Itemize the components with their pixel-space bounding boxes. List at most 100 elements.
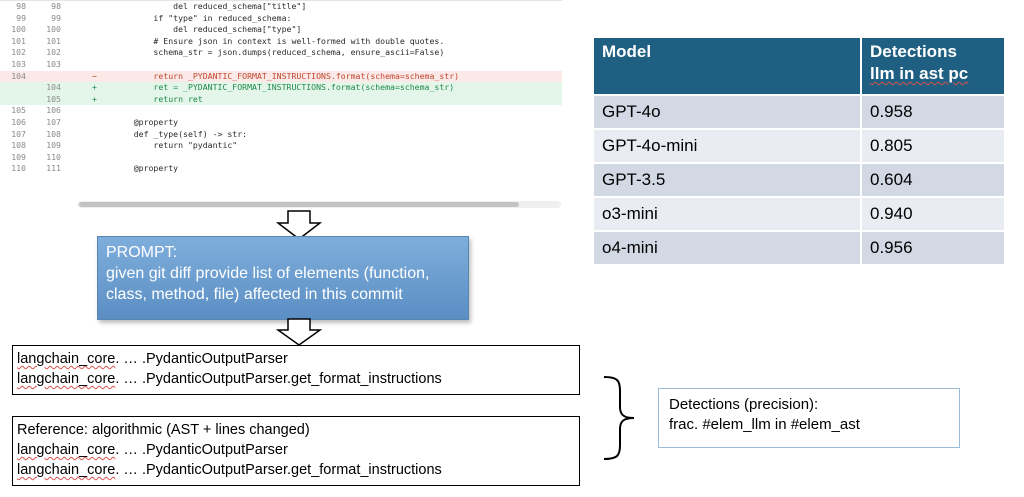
diff-line: 105 106 — [0, 105, 562, 117]
header-detections: Detections llm in ast pc — [861, 38, 1006, 95]
llm-output-line: langchain_core. … .PydanticOutputParser.… — [17, 369, 575, 389]
old-line-number: 99 — [16, 12, 26, 23]
diff-line: 102 102 schema_str = json.dumps(reduced_s… — [0, 47, 562, 59]
table-row: GPT-3.5 0.604 — [594, 162, 1006, 197]
model-cell: GPT-4o — [594, 94, 862, 129]
right-brace-icon — [603, 376, 635, 460]
code-text: if "type" in reduced_schema: — [114, 12, 292, 23]
element-path: . … .PydanticOutputParser.get_format_ins… — [115, 462, 442, 478]
reference-heading: Reference: algorithmic (AST + lines chan… — [17, 422, 310, 438]
module-name: langchain_core — [17, 442, 116, 458]
reference-box: Reference: algorithmic (AST + lines chan… — [12, 416, 580, 486]
module-name: langchain_core — [17, 371, 116, 387]
old-line-number: 103 — [11, 58, 26, 69]
value-cell: 0.940 — [861, 196, 1006, 231]
element-path: . … .PydanticOutputParser — [115, 351, 288, 367]
reference-line: langchain_core. … .PydanticOutputParser.… — [17, 460, 575, 480]
diff-marker: + — [92, 93, 97, 104]
code-text: # Ensure json in context is well-formed … — [114, 35, 445, 46]
code-text: @property — [114, 116, 179, 127]
element-path: . … .PydanticOutputParser.get_format_ins… — [115, 371, 442, 387]
old-line-number: 100 — [11, 24, 26, 35]
diff-line: 105+ return ret — [0, 93, 562, 106]
llm-output-box: langchain_core. … .PydanticOutputParser … — [12, 345, 580, 395]
code-text: ret = _PYDANTIC_FORMAT_INSTRUCTIONS.form… — [114, 82, 455, 93]
header-detections-line1: Detections — [870, 42, 957, 61]
new-line-number: 108 — [46, 128, 61, 139]
prompt-text: given git diff provide list of elements … — [106, 265, 430, 303]
element-path: . … .PydanticOutputParser — [115, 442, 288, 458]
table-row: GPT-4o 0.958 — [594, 94, 1006, 129]
old-line-number: 107 — [11, 128, 26, 139]
new-line-number: 110 — [46, 151, 61, 162]
module-name: langchain_core — [17, 351, 116, 367]
value-cell: 0.956 — [861, 230, 1006, 264]
detections-definition-box: Detections (precision): frac. #elem_llm … — [658, 388, 960, 448]
new-line-number: 106 — [46, 105, 61, 116]
diff-line: 101 101 # Ensure json in context is well-… — [0, 36, 562, 48]
new-line-number: 105 — [46, 93, 61, 104]
code-text: def _type(self) -> str: — [114, 128, 248, 139]
code-text: del reduced_schema["type"] — [114, 24, 302, 35]
code-text: schema_str = json.dumps(reduced_schema, … — [114, 47, 445, 58]
table-row: GPT-4o-mini 0.805 — [594, 128, 1006, 163]
table-header-row: Model Detections llm in ast pc — [594, 38, 1006, 95]
diff-line: 107 108 def _type(self) -> str: — [0, 129, 562, 141]
prompt-title: PROMPT: — [106, 244, 178, 261]
code-text: return _PYDANTIC_FORMAT_INSTRUCTIONS.for… — [114, 70, 460, 81]
diff-line: 108 109 return "pydantic" — [0, 140, 562, 152]
model-cell: GPT-4o-mini — [594, 128, 862, 163]
results-table: Model Detections llm in ast pc GPT-4o 0.… — [594, 38, 1006, 264]
prompt-box: PROMPT: given git diff provide list of e… — [97, 236, 469, 320]
old-line-number: 110 — [11, 163, 26, 174]
old-line-number: 109 — [11, 151, 26, 162]
old-line-number: 105 — [11, 105, 26, 116]
new-line-number: 104 — [46, 82, 61, 93]
table-row: o3-mini 0.940 — [594, 196, 1006, 231]
diff-line: 104 + ret = _PYDANTIC_FORMAT_INSTRUCTIONS… — [0, 82, 562, 94]
detections-formula: frac. #elem_llm in #elem_ast — [669, 416, 860, 433]
diff-line: 109 110 — [0, 152, 562, 164]
horizontal-scrollbar[interactable] — [77, 201, 561, 208]
new-line-number: 100 — [46, 24, 61, 35]
model-cell: o4-mini — [594, 230, 862, 264]
value-cell: 0.805 — [861, 128, 1006, 163]
detections-title: Detections (precision): — [669, 396, 819, 413]
old-line-number: 98 — [16, 1, 26, 11]
old-line-number: 104 — [11, 70, 26, 81]
new-line-number: 103 — [46, 58, 61, 69]
diff-line: 104 − return _PYDANTIC_FORMAT_INSTRUCTION… — [0, 70, 562, 83]
new-line-number: 102 — [46, 47, 61, 58]
new-line-number: 109 — [46, 140, 61, 151]
value-cell: 0.604 — [861, 162, 1006, 197]
old-line-number: 101 — [11, 35, 26, 46]
reference-line: langchain_core. … .PydanticOutputParser — [17, 440, 575, 460]
new-line-number: 98 — [51, 1, 61, 11]
header-model: Model — [594, 38, 862, 95]
module-name: langchain_core — [17, 462, 116, 478]
llm-output-line: langchain_core. … .PydanticOutputParser — [17, 349, 575, 369]
table-row: o4-mini 0.956 — [594, 230, 1006, 264]
header-detections-line2: llm in ast pc — [870, 64, 969, 83]
down-arrow-icon — [276, 210, 322, 240]
diff-marker: − — [92, 70, 97, 81]
model-cell: GPT-3.5 — [594, 162, 862, 197]
old-line-number: 102 — [11, 47, 26, 58]
diff-line: 98 98 del reduced_schema["title"] — [0, 1, 562, 13]
new-line-number: 111 — [46, 163, 61, 174]
diff-marker: + — [92, 82, 97, 93]
scrollbar-thumb[interactable] — [79, 202, 519, 207]
down-arrow-icon — [276, 318, 322, 346]
diff-line: 110 111 @property — [0, 163, 562, 175]
code-text: return "pydantic" — [114, 140, 238, 151]
old-line-number: 108 — [11, 140, 26, 151]
old-line-number: 106 — [11, 116, 26, 127]
code-text: @property — [114, 163, 179, 174]
new-line-number: 101 — [46, 35, 61, 46]
model-cell: o3-mini — [594, 196, 862, 231]
code-text: del reduced_schema["title"] — [114, 1, 307, 11]
